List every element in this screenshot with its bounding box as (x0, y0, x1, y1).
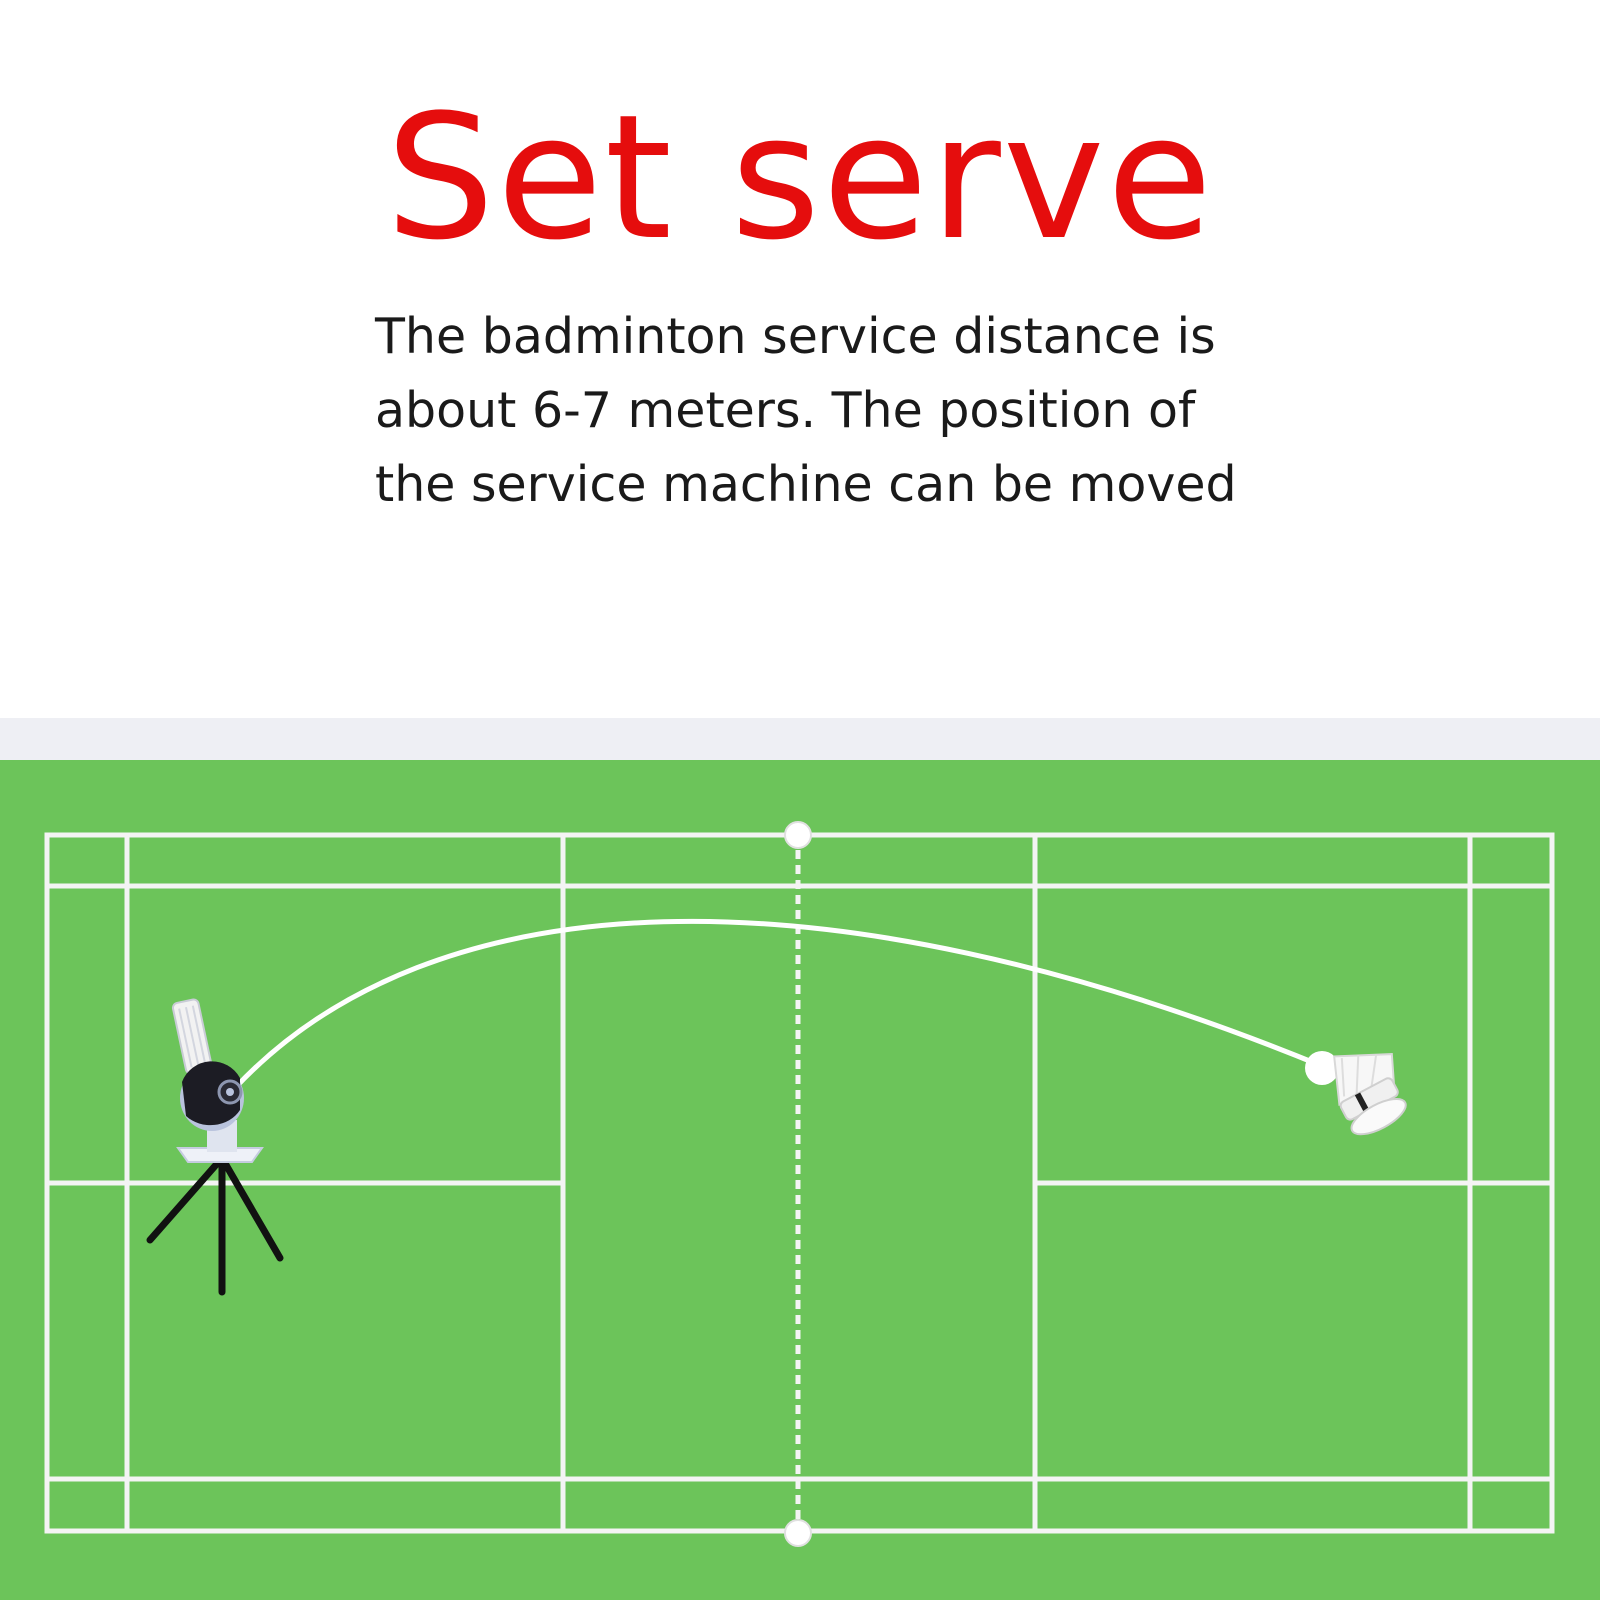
shuttle-launcher-icon (146, 998, 284, 1296)
trajectory-end-ball (1305, 1051, 1339, 1085)
description-line-2: about 6-7 meters. The position of (375, 382, 1196, 439)
net (784, 821, 812, 1547)
divider-band (0, 718, 1600, 760)
net-post-bottom (784, 1519, 812, 1547)
description-line-3: the service machine can be moved (375, 456, 1237, 513)
page-title: Set serve (385, 77, 1215, 278)
serve-trajectory (233, 918, 1323, 1090)
description-text: The badminton service distance is about … (375, 300, 1237, 522)
description-line-1: The badminton service distance is (375, 308, 1216, 365)
shuttlecock-icon (1333, 1053, 1407, 1136)
court-lines (44, 832, 1555, 1534)
net-post-top (784, 821, 812, 849)
